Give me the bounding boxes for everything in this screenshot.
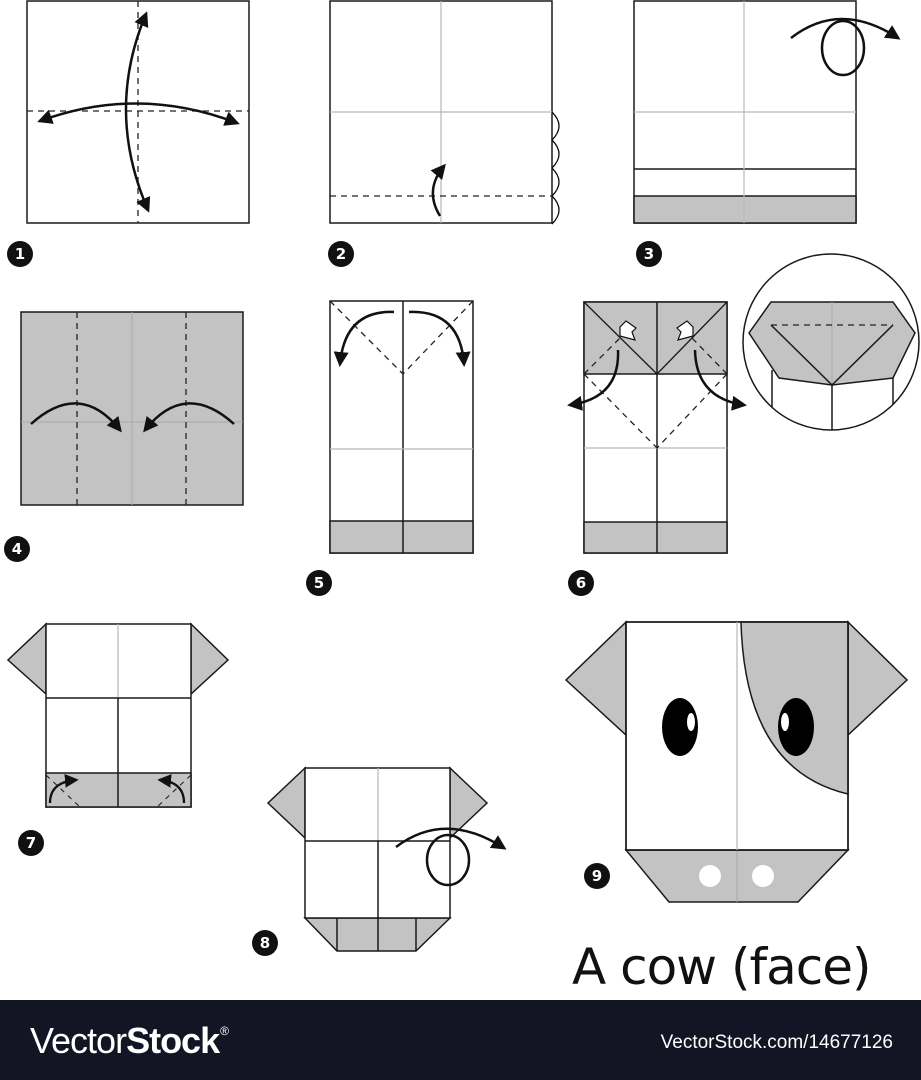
step-badge-3: 3 <box>636 241 662 267</box>
step-badge-5: 5 <box>306 570 332 596</box>
step-badge-2: 2 <box>328 241 354 267</box>
step-8-diagram <box>266 766 507 952</box>
origami-instructions-diagram: 1 2 3 4 5 6 7 8 9 A cow (face) <box>4 0 920 996</box>
step-3-diagram <box>633 0 901 224</box>
step-badge-6: 6 <box>568 570 594 596</box>
step-badge-1: 1 <box>7 241 33 267</box>
brand-light: Vector <box>30 1020 127 1061</box>
step-badge-9: 9 <box>584 863 610 889</box>
step-6-detail-circle <box>742 253 920 431</box>
step-6-diagram <box>567 301 747 554</box>
eye-right <box>778 698 814 756</box>
step-2-diagram <box>329 0 560 225</box>
nostril-left <box>699 865 721 887</box>
image-id-link[interactable]: VectorStock.com/14677126 <box>660 1032 893 1053</box>
brand-bold: Stock <box>126 1020 220 1061</box>
step-badge-8: 8 <box>252 930 278 956</box>
eye-left <box>662 698 698 756</box>
step-9-diagram <box>564 620 909 903</box>
step-badge-4: 4 <box>4 536 30 562</box>
step-5-diagram <box>329 300 474 554</box>
step-7-diagram <box>6 622 230 808</box>
registered-mark: ® <box>220 1024 229 1038</box>
nostril-right <box>752 865 774 887</box>
diagram-title: A cow (face) <box>572 938 871 996</box>
watermark-footer: VectorStock® VectorStock.com/14677126 <box>0 1000 921 1080</box>
step-1-diagram <box>26 0 250 224</box>
brand-logo[interactable]: VectorStock® <box>30 1020 229 1062</box>
step-badge-7: 7 <box>18 830 44 856</box>
step-4-diagram <box>20 311 244 506</box>
